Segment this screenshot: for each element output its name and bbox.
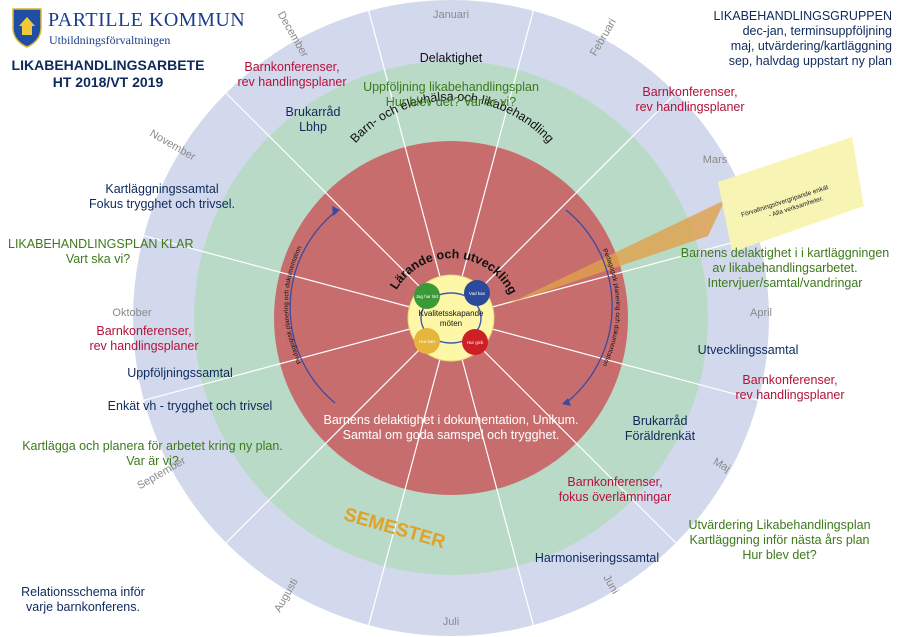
- partille-crest-logo: [12, 8, 42, 48]
- group-line-2: maj, utvärdering/kartläggning: [730, 39, 892, 53]
- likabehandlingsgruppen-box: LIKABEHANDLINGSGRUPPEN dec-jan, terminsu…: [713, 9, 892, 69]
- group-title: LIKABEHANDLINGSGRUPPEN: [713, 9, 892, 23]
- utvardering-line-3: Hur blev det?: [742, 548, 817, 562]
- delaktighet-kart-line-3: Intervjuer/samtal/vandringar: [707, 276, 863, 290]
- month-jan: Januari: [433, 9, 469, 21]
- apr-barnkonferenser: Barnkonferenser, rev handlingsplaner: [720, 373, 860, 403]
- group-line-3: sep, halvdag uppstart ny plan: [728, 54, 892, 68]
- cycle-circle-learned: [414, 283, 440, 309]
- month-mar: Mars: [703, 154, 728, 166]
- uppfoljning-plan: Uppföljning likabehandlingsplan Hur blev…: [346, 80, 556, 110]
- delaktighet-label: Delaktighet: [419, 51, 483, 65]
- department-name: Utbildningsförvaltningen: [49, 33, 171, 47]
- kartlaggning-line-1: Kartläggningssamtal: [105, 182, 219, 196]
- brukarrad-foraldrenkat: Brukarråd Föräldrenkät: [610, 414, 710, 444]
- maj-bk-line-1: Barnkonferenser,: [567, 475, 663, 489]
- delaktighet-kart-line-1: Barnens delaktighet i i kartläggningen: [680, 246, 890, 260]
- utvecklingssamtal: Utvecklingssamtal: [697, 343, 799, 357]
- relationsschema-line-2: varje barnkonferens.: [26, 600, 140, 614]
- kartlaggningssamtal: Kartläggningssamtal Fokus trygghet och t…: [72, 182, 252, 212]
- relationsschema: Relationsschema inför varje barnkonferen…: [8, 585, 158, 615]
- month-divider: [225, 92, 422, 289]
- cycle-label-went: Hur gick: [467, 340, 484, 345]
- brukarrad-lbhp: Brukarråd Lbhp: [268, 105, 358, 135]
- okt-bk-line-1: Barnkonferenser,: [96, 324, 192, 338]
- month-divider: [492, 235, 759, 308]
- utvardering-plan: Utvärdering Likabehandlingsplan Kartlägg…: [672, 518, 887, 563]
- cycle-circle-how: [414, 328, 440, 354]
- month-apr: April: [750, 307, 772, 319]
- survey-callout-box: [718, 137, 864, 252]
- dokumentation-text: Barnens delaktighet i dokumentation, Uni…: [312, 413, 590, 443]
- month-divider: [143, 328, 410, 401]
- month-okt: Oktober: [112, 307, 151, 319]
- page-title: LIKABEHANDLINGSARBETE HT 2018/VT 2019: [8, 57, 208, 91]
- brukarrad-f-line-2: Föräldrenkät: [624, 429, 696, 443]
- title-line-2: HT 2018/VT 2019: [52, 73, 164, 90]
- okt-bk-line-2: rev handlingsplaner: [89, 339, 199, 353]
- kartlagga-line-1: Kartlägga och planera för arbetet kring …: [22, 439, 283, 453]
- feb-bk-line-2: rev handlingsplaner: [635, 100, 745, 114]
- cycle-label-can: Vad kan: [469, 291, 486, 296]
- uppfoljning-line-1: Uppföljning likabehandlingsplan: [363, 80, 539, 94]
- enkat-vh: Enkät vh - trygghet och trivsel: [107, 399, 273, 413]
- plan-klar-line-2: Vart ska vi?: [65, 252, 131, 266]
- uppfoljning-line-2: Hur blev det? Var är vi?: [385, 95, 517, 109]
- month-divider: [461, 10, 534, 277]
- apr-bk-line-2: rev handlingsplaner: [735, 388, 845, 402]
- utvardering-line-1: Utvärdering Likabehandlingsplan: [688, 518, 871, 532]
- title-line-1: LIKABEHANDLINGSARBETE: [11, 57, 205, 73]
- brukarrad-lbhp-line-2: Lbhp: [299, 120, 327, 134]
- survey-callout-beam: [508, 200, 725, 304]
- brukarrad-lbhp-line-1: Brukarråd: [285, 105, 341, 119]
- dokumentation-line-1: Barnens delaktighet i dokumentation, Uni…: [323, 413, 579, 427]
- month-divider: [492, 328, 759, 401]
- quality-cycle: Jag har lärt Vad kan Hur kan Hur gick Kv…: [414, 280, 490, 355]
- org-name: PARTILLE KOMMUN: [48, 9, 246, 31]
- barnens-delaktighet-kartlaggning: Barnens delaktighet i i kartläggningen a…: [670, 246, 900, 291]
- feb-bk-line-1: Barnkonferenser,: [642, 85, 738, 99]
- month-divider: [225, 347, 422, 544]
- kartlagga-planera: Kartlägga och planera för arbetet kring …: [10, 439, 295, 469]
- uppfoljningssamtal: Uppföljningssamtal: [127, 366, 233, 380]
- center-label-1: Kvalitetsskapande: [419, 309, 484, 318]
- month-jul: Juli: [443, 616, 460, 628]
- relationsschema-line-1: Relationsschema inför: [21, 585, 145, 599]
- dokumentation-line-2: Samtal om goda samspel och trygghet.: [342, 428, 560, 442]
- center-label-2: möten: [440, 319, 462, 328]
- maj-barnkonferenser: Barnkonferenser, fokus överlämningar: [545, 475, 685, 505]
- dec-bk-line-2: rev handlingsplaner: [237, 75, 347, 89]
- apr-bk-line-1: Barnkonferenser,: [742, 373, 838, 387]
- delaktighet-kart-line-2: av likabehandlingsarbetet.: [712, 261, 858, 275]
- month-divider: [143, 235, 410, 308]
- brukarrad-f-line-1: Brukarråd: [632, 414, 688, 428]
- cycle-label-learned: Jag har lärt: [416, 294, 439, 299]
- likabehandlingsplan-klar: LIKABEHANDLINGSPLAN KLAR Vart ska vi?: [8, 237, 194, 267]
- kartlagga-line-2: Var är vi?: [126, 454, 179, 468]
- harmoniseringssamtal: Harmoniseringssamtal: [534, 551, 660, 565]
- month-divider: [368, 10, 441, 277]
- month-divider: [461, 359, 534, 626]
- feb-barnkonferenser: Barnkonferenser, rev handlingsplaner: [620, 85, 760, 115]
- month-divider: [480, 347, 677, 544]
- cycle-circle-can: [464, 280, 490, 306]
- group-line-1: dec-jan, terminsuppföljning: [742, 24, 892, 38]
- utvardering-line-2: Kartläggning inför nästa års plan: [689, 533, 870, 547]
- month-divider: [480, 92, 677, 289]
- cycle-label-how: Hur kan: [419, 339, 435, 344]
- dec-barnkonferenser: Barnkonferenser, rev handlingsplaner: [222, 60, 362, 90]
- cycle-circle-went: [462, 329, 488, 355]
- okt-barnkonferenser: Barnkonferenser, rev handlingsplaner: [74, 324, 214, 354]
- month-divider: [368, 359, 441, 626]
- dec-bk-line-1: Barnkonferenser,: [244, 60, 340, 74]
- kartlaggning-line-2: Fokus trygghet och trivsel.: [89, 197, 235, 211]
- maj-bk-line-2: fokus överlämningar: [558, 490, 672, 504]
- month-dividers: [143, 10, 759, 626]
- plan-klar-line-1: LIKABEHANDLINGSPLAN KLAR: [8, 237, 194, 251]
